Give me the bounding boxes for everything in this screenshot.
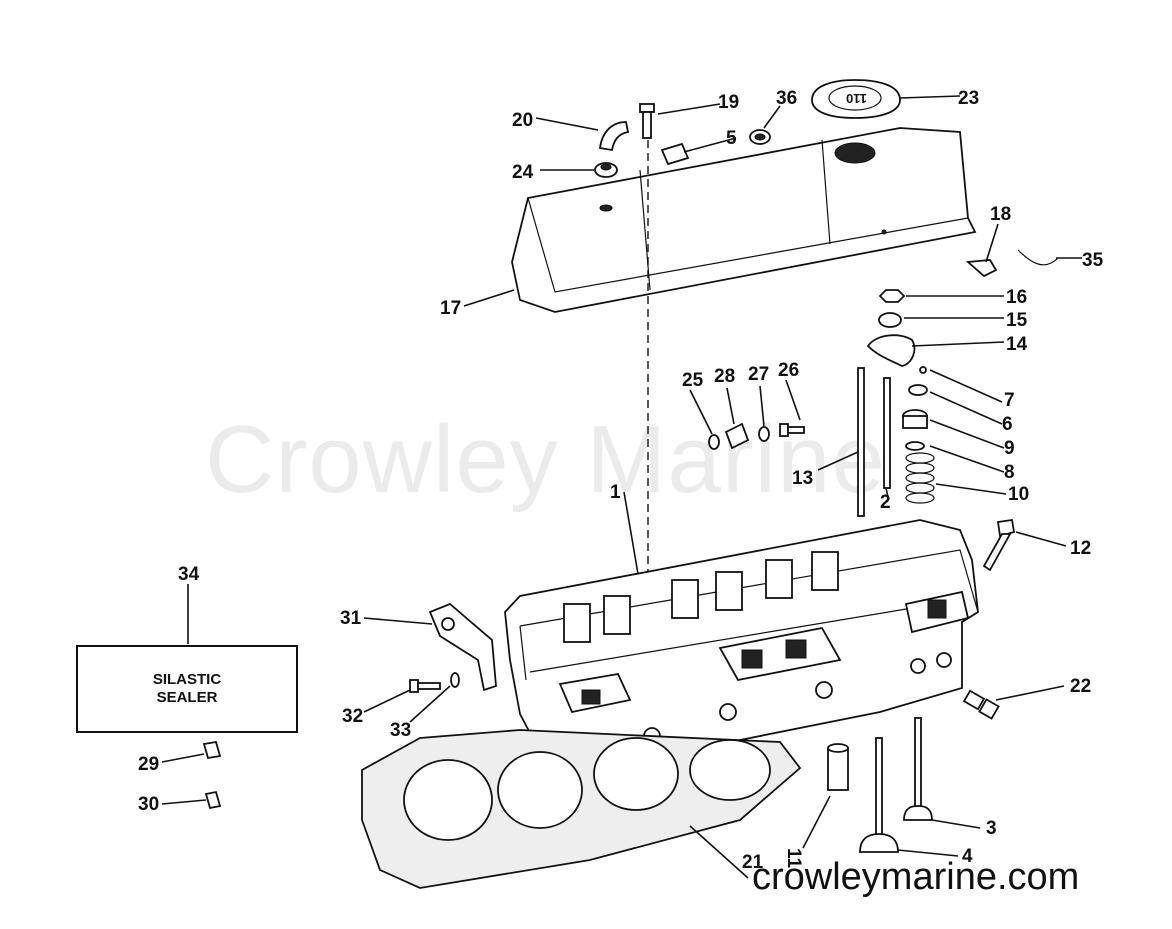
callout-31: 31 xyxy=(340,608,362,629)
silastic-sealer-box: SILASTIC SEALER xyxy=(76,645,298,733)
clip-5 xyxy=(660,142,690,166)
valve-4 xyxy=(859,737,899,853)
grommet xyxy=(749,129,771,145)
callout-24: 24 xyxy=(512,162,534,183)
retainer-6 xyxy=(908,384,928,396)
callout-32: 32 xyxy=(342,706,363,727)
sealer-line-1: SILASTIC xyxy=(152,671,222,688)
head-gasket xyxy=(361,729,802,889)
oil-seal-8 xyxy=(905,441,925,451)
callout-4: 4 xyxy=(962,846,973,867)
callout-28: 28 xyxy=(714,366,735,387)
bolt-19 xyxy=(639,103,655,139)
callout-20: 20 xyxy=(512,110,533,131)
callout-27: 27 xyxy=(748,364,769,385)
callout-5: 5 xyxy=(726,128,737,149)
callout-1: 1 xyxy=(610,482,621,503)
callout-33: 33 xyxy=(390,720,411,741)
callout-17: 17 xyxy=(440,298,461,319)
head-bolt-12 xyxy=(982,518,1016,572)
nut-16 xyxy=(878,289,906,303)
elbow-fitting xyxy=(598,121,630,152)
callout-3: 3 xyxy=(986,818,997,839)
callout-9: 9 xyxy=(1004,438,1015,459)
rocker-stud-2 xyxy=(883,377,891,489)
callout-21: 21 xyxy=(742,852,764,873)
callout-35: 35 xyxy=(1082,250,1104,271)
callout-23: 23 xyxy=(958,88,979,109)
callout-18: 18 xyxy=(990,204,1011,225)
hydraulic-lifter-11 xyxy=(827,743,849,791)
cylinder-head xyxy=(504,519,979,771)
bracket-18 xyxy=(965,259,998,278)
bracket-28 xyxy=(724,422,750,450)
clip-30 xyxy=(204,790,222,810)
callout-2: 2 xyxy=(880,492,891,513)
callout-numbers: 1 2 3 4 5 6 7 8 9 10 11 12 13 14 15 16 1… xyxy=(138,88,1104,873)
oil-filler-cap: 110 xyxy=(811,79,901,119)
footer-url: crowleymarine.com xyxy=(752,856,1080,898)
callout-11: 11 xyxy=(783,848,804,869)
callout-19: 19 xyxy=(718,92,739,113)
cap-label: 110 xyxy=(846,91,867,106)
bracket-31 xyxy=(428,602,497,692)
washer-25 xyxy=(708,434,720,450)
bolt-32 xyxy=(409,679,441,693)
push-rod-13 xyxy=(857,367,865,517)
watermark-text: Crowley Marine xyxy=(205,406,886,513)
callout-10: 10 xyxy=(1008,484,1029,505)
rocker-arm-14 xyxy=(866,334,916,367)
callout-6: 6 xyxy=(1002,414,1013,435)
valve-spring-10 xyxy=(905,452,935,504)
keeper-7 xyxy=(919,366,927,374)
valve-cover xyxy=(511,127,977,313)
clip-29 xyxy=(202,740,222,760)
callout-13: 13 xyxy=(792,468,813,489)
callout-25: 25 xyxy=(682,370,704,391)
leader-lines xyxy=(161,95,1082,879)
callout-8: 8 xyxy=(1004,462,1015,483)
clip-35 xyxy=(1017,249,1059,266)
callout-30: 30 xyxy=(138,794,159,815)
sealer-line-2: SEALER xyxy=(156,689,218,706)
callout-7: 7 xyxy=(1004,390,1015,411)
valve-3 xyxy=(903,717,933,821)
grommet-24 xyxy=(594,162,618,178)
callout-15: 15 xyxy=(1006,310,1028,331)
callout-34: 34 xyxy=(178,564,200,585)
shield-9 xyxy=(902,409,928,429)
washer-27 xyxy=(758,426,770,442)
callout-14: 14 xyxy=(1006,334,1028,355)
pivot-ball-15 xyxy=(878,312,902,328)
temp-sender-22 xyxy=(962,689,1000,720)
bolt-26 xyxy=(779,423,805,437)
callout-36: 36 xyxy=(776,88,797,109)
callout-12: 12 xyxy=(1070,538,1091,559)
callout-16: 16 xyxy=(1006,287,1027,308)
callout-22: 22 xyxy=(1070,676,1091,697)
callout-26: 26 xyxy=(778,360,799,381)
washer-33 xyxy=(450,672,460,688)
callout-29: 29 xyxy=(138,754,159,775)
head-valve-springs xyxy=(563,551,839,643)
